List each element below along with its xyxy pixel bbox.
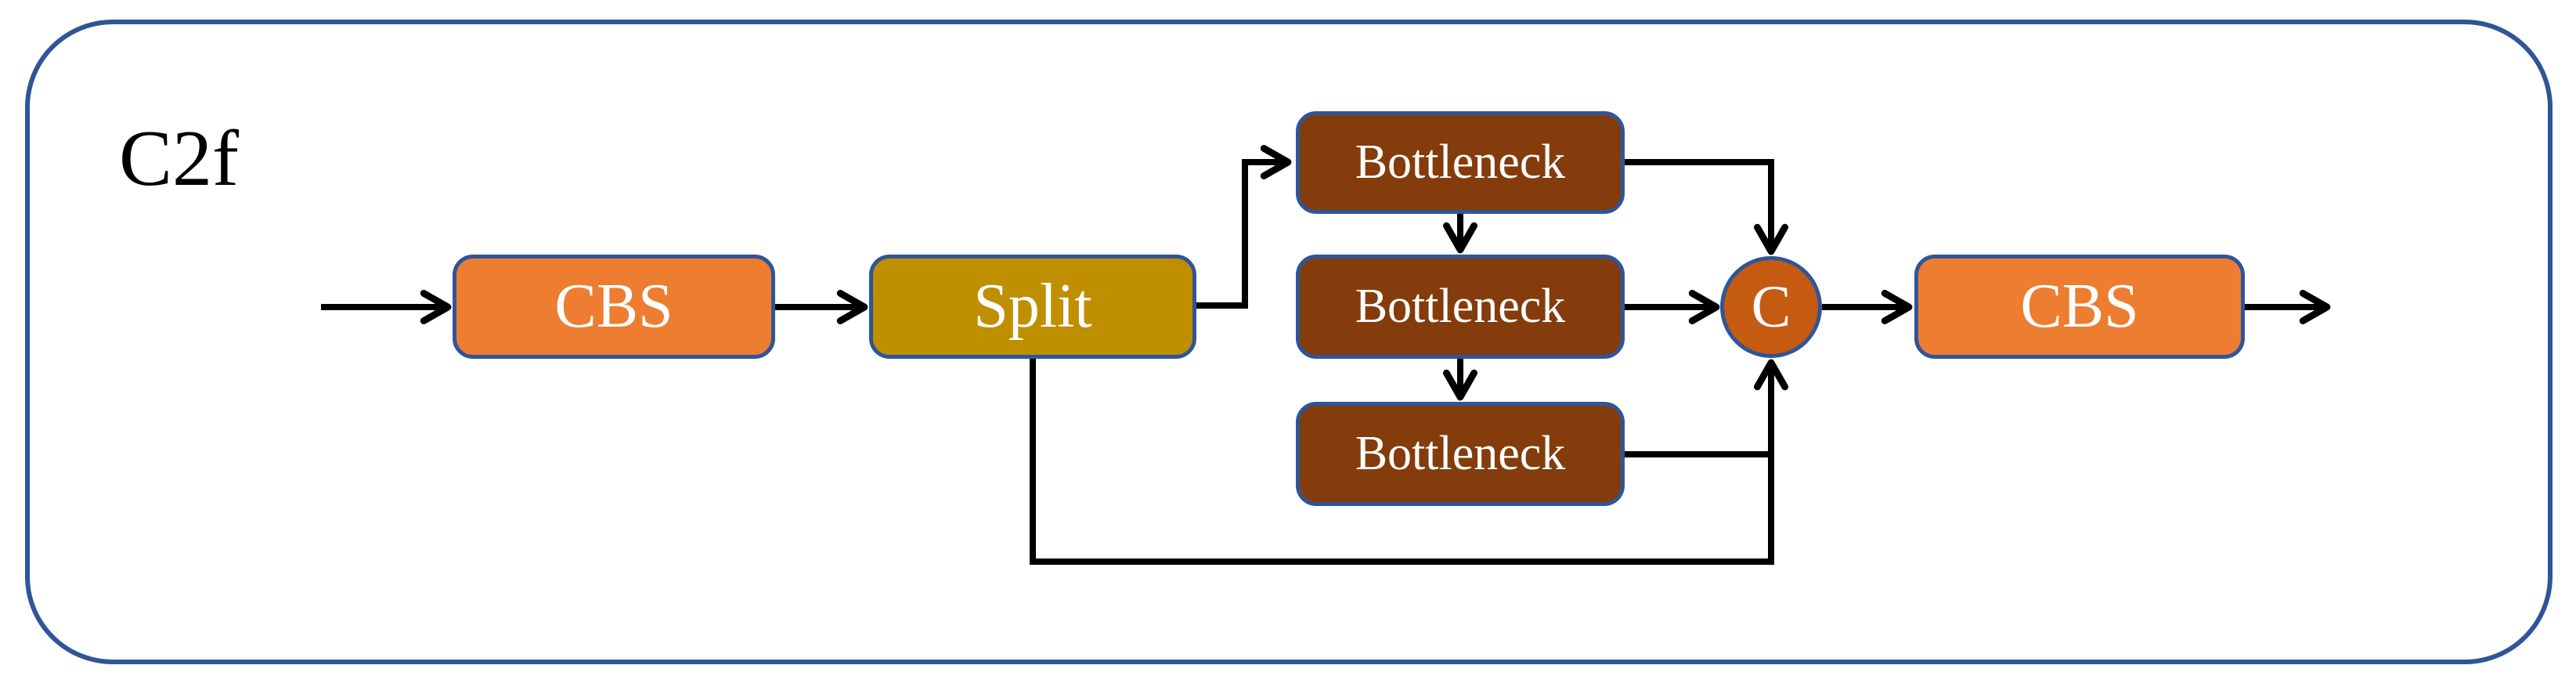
node-cbs-out-label: CBS <box>2020 272 2139 341</box>
node-bottleneck-top-label: Bottleneck <box>1355 136 1566 189</box>
node-concat: C <box>1720 256 1822 358</box>
node-cbs-out: CBS <box>1914 255 2245 359</box>
node-bottleneck-top: Bottleneck <box>1296 111 1625 214</box>
node-cbs-in-label: CBS <box>554 272 673 341</box>
node-split: Split <box>869 255 1196 359</box>
node-bottleneck-middle-label: Bottleneck <box>1355 280 1566 333</box>
node-bottleneck-bottom-label: Bottleneck <box>1355 427 1566 480</box>
node-concat-label: C <box>1751 273 1791 340</box>
module-title: C2f <box>119 114 239 203</box>
node-bottleneck-middle: Bottleneck <box>1296 255 1625 359</box>
node-split-label: Split <box>973 272 1092 341</box>
module-frame <box>25 20 2553 664</box>
node-bottleneck-bottom: Bottleneck <box>1296 402 1625 506</box>
node-cbs-in: CBS <box>453 255 775 359</box>
